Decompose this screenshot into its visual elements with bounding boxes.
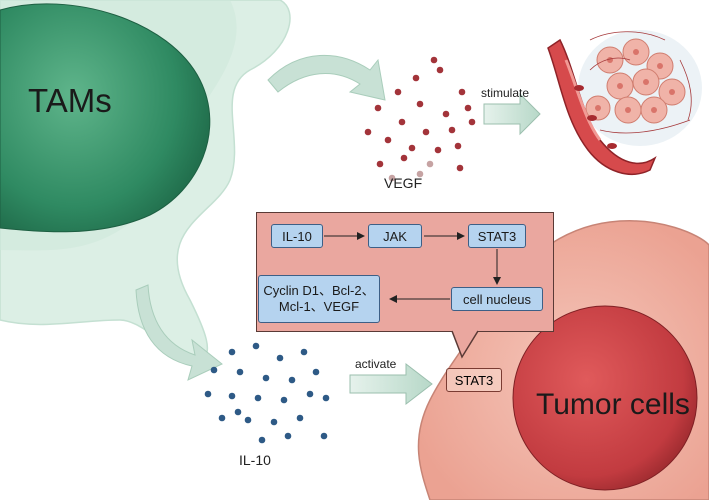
- molecule-dot: [422, 128, 430, 136]
- il10-molecules: [204, 342, 330, 444]
- molecule-dot: [426, 160, 434, 168]
- molecule-dot: [458, 88, 466, 96]
- pathway-box-il10: IL-10: [271, 224, 323, 248]
- molecule-dot: [384, 136, 392, 144]
- molecule-dot: [376, 160, 384, 168]
- panel-pointer: [451, 330, 479, 359]
- molecule-dot: [262, 374, 270, 382]
- activate-label: activate: [355, 357, 397, 371]
- molecule-dot: [228, 392, 236, 400]
- molecule-dot: [296, 414, 304, 422]
- molecule-dot: [300, 348, 308, 356]
- molecule-dot: [280, 396, 288, 404]
- molecule-dot: [400, 154, 408, 162]
- curved-arrow-to-vegf: [267, 55, 386, 101]
- molecule-dot: [210, 366, 218, 374]
- molecule-dot: [468, 118, 476, 126]
- molecule-dot: [244, 416, 252, 424]
- molecule-dot: [442, 110, 450, 118]
- molecule-dot: [312, 368, 320, 376]
- molecule-dot: [236, 368, 244, 376]
- tumor-cells-label: Tumor cells: [536, 388, 690, 421]
- vegf-label: VEGF: [384, 175, 423, 191]
- molecule-dot: [374, 104, 382, 112]
- molecule-dot: [434, 146, 442, 154]
- pathway-box-jak: JAK: [368, 224, 422, 248]
- molecule-dot: [234, 408, 242, 416]
- molecule-dot: [320, 432, 328, 440]
- vegf-molecules: [364, 56, 476, 182]
- tam-nucleus: [0, 3, 211, 233]
- molecule-dot: [456, 164, 464, 172]
- activate-arrow: [349, 362, 433, 406]
- molecule-dot: [284, 432, 292, 440]
- cell-stat3-box: STAT3: [446, 368, 502, 392]
- blood-vessel-icon: [547, 30, 702, 175]
- molecule-dot: [388, 174, 396, 182]
- pathway-box-stat3: STAT3: [468, 224, 526, 248]
- curved-arrow-to-il10: [135, 284, 223, 381]
- molecule-dot: [254, 394, 262, 402]
- molecule-dot: [218, 414, 226, 422]
- molecule-dot: [430, 56, 438, 64]
- molecule-dot: [416, 170, 424, 178]
- stimulate-label: stimulate: [481, 86, 530, 100]
- molecule-dot: [288, 376, 296, 384]
- tumor-nucleus: [512, 305, 698, 491]
- pathway-box-target-genes: Cyclin D1、Bcl-2、 Mcl-1、VEGF: [258, 275, 380, 323]
- molecule-dot: [204, 390, 212, 398]
- molecule-dot: [464, 104, 472, 112]
- pathway-box-cell-nucleus: cell nucleus: [451, 287, 543, 311]
- molecule-dot: [448, 126, 456, 134]
- stimulate-arrow: [483, 92, 541, 136]
- target-genes-line1: Cyclin D1、Bcl-2、: [263, 283, 375, 298]
- molecule-dot: [398, 118, 406, 126]
- molecule-dot: [412, 74, 420, 82]
- molecule-dot: [416, 100, 424, 108]
- molecule-dot: [322, 394, 330, 402]
- target-genes-line2: Mcl-1、VEGF: [278, 299, 360, 314]
- molecule-dot: [454, 142, 462, 150]
- molecule-dot: [436, 66, 444, 74]
- molecule-dot: [252, 342, 260, 350]
- tams-label: TAMs: [28, 82, 112, 119]
- molecule-dot: [408, 144, 416, 152]
- molecule-dot: [394, 88, 402, 96]
- molecule-dot: [276, 354, 284, 362]
- molecule-dot: [306, 390, 314, 398]
- molecule-dot: [228, 348, 236, 356]
- il10-label: IL-10: [239, 452, 271, 468]
- molecule-dot: [364, 128, 372, 136]
- molecule-dot: [258, 436, 266, 444]
- molecule-dot: [270, 418, 278, 426]
